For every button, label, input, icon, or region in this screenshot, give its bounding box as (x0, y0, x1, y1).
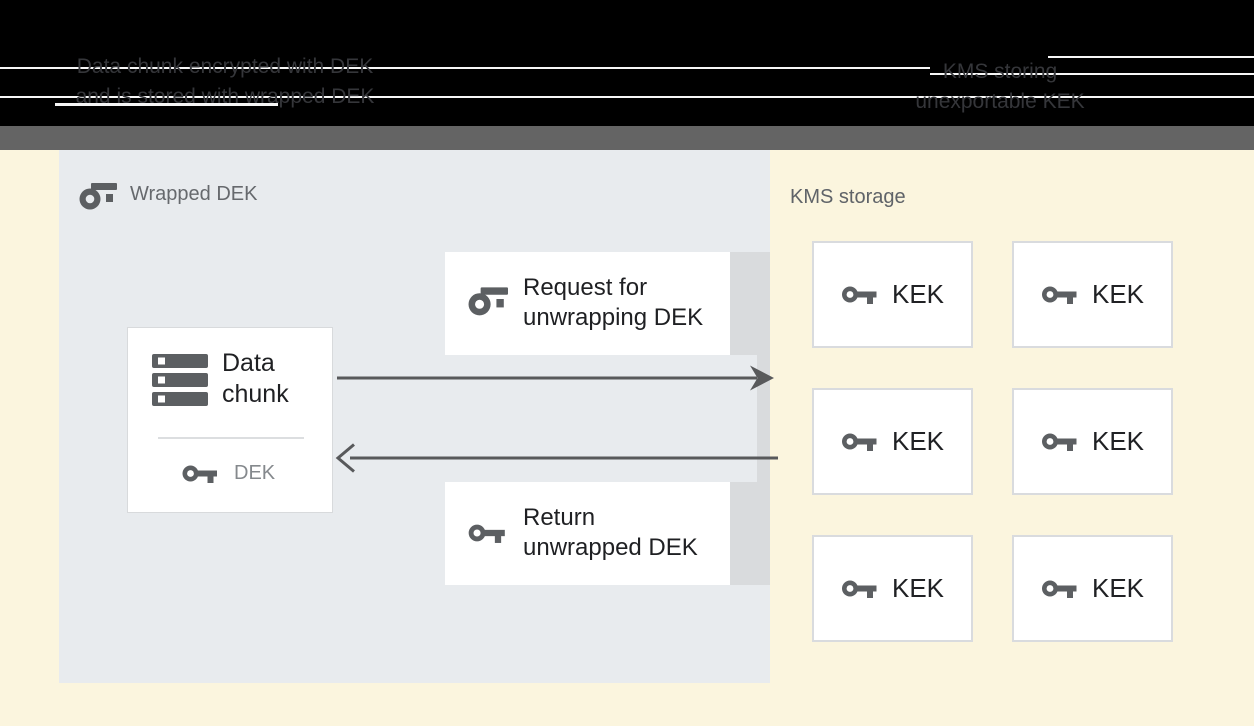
kek-label: KEK (1091, 426, 1145, 456)
return-box-line: unwrapped DEK (523, 534, 698, 561)
kek-box: KEK (812, 241, 973, 348)
kms-storage-label: KMS storage (790, 186, 906, 208)
kek-key-icon (841, 286, 877, 304)
header-artifact-line (55, 103, 278, 106)
request-box: Request for unwrapping DEK (445, 252, 730, 355)
kek-label: KEK (891, 279, 945, 309)
kek-box: KEK (812, 535, 973, 642)
card-divider (158, 437, 304, 439)
kek-label: KEK (1091, 279, 1145, 309)
wrapped-dek-label-row: Wrapped DEK (79, 178, 257, 210)
kek-label: KEK (891, 426, 945, 456)
dek-label: DEK (234, 462, 276, 484)
kek-key-icon (841, 580, 877, 598)
header-artifact-line (0, 96, 1254, 98)
data-chunk-title-line: chunk (222, 380, 289, 408)
wrapped-dek-label: Wrapped DEK (130, 182, 258, 205)
return-box-text: Return unwrapped DEK (523, 503, 698, 563)
return-box-shadow (730, 482, 770, 585)
storage-icon (152, 354, 208, 406)
kek-label: KEK (1091, 573, 1145, 603)
data-chunk-card: Data chunk DEK (127, 327, 333, 513)
header-artifact-line (1048, 56, 1254, 58)
kek-key-icon (841, 433, 877, 451)
wrapped-key-icon (468, 287, 508, 316)
kek-box: KEK (1012, 241, 1173, 348)
return-box-line: Return (523, 504, 596, 531)
wrapped-dek-panel: Wrapped DEK Data chunk (59, 150, 770, 683)
kek-key-icon (1041, 433, 1077, 451)
key-icon (468, 524, 505, 543)
data-chunk-title: Data chunk (222, 348, 289, 410)
request-box-line: unwrapping DEK (523, 304, 704, 331)
request-box-shadow (730, 252, 770, 355)
key-icon (182, 465, 217, 483)
request-box-line: Request for (523, 274, 648, 301)
caption-line: unexportable KEK (915, 90, 1085, 113)
kek-label: KEK (891, 573, 945, 603)
return-box: Return unwrapped DEK (445, 482, 730, 585)
kek-box: KEK (812, 388, 973, 495)
message-box-connector (757, 355, 770, 482)
kek-key-icon (1041, 580, 1077, 598)
data-chunk-title-line: Data (222, 349, 275, 377)
header-divider-strip (0, 126, 1254, 150)
caption-kms: KMS storing unexportable KEK (840, 57, 1160, 117)
kek-box: KEK (1012, 388, 1173, 495)
kms-storage-grid: KEK KEK KEK (812, 241, 1173, 642)
header-band: Data chunk encrypted with DEK and is sto… (0, 0, 1254, 126)
caption-line: KMS storing (942, 60, 1058, 83)
wrapped-key-icon (79, 183, 117, 210)
caption-wrapped-dek: Data chunk encrypted with DEK and is sto… (60, 52, 390, 112)
caption-line: Data chunk encrypted with DEK (76, 55, 374, 78)
diagram-content: Wrapped DEK Data chunk (0, 150, 1254, 726)
caption-line: and is stored with wrapped DEK (75, 85, 375, 108)
request-box-text: Request for unwrapping DEK (523, 273, 703, 333)
kek-box: KEK (1012, 535, 1173, 642)
kek-key-icon (1041, 286, 1077, 304)
header-artifact-line (930, 73, 1254, 75)
header-artifact-line (0, 67, 930, 69)
dek-row: DEK (182, 462, 275, 485)
